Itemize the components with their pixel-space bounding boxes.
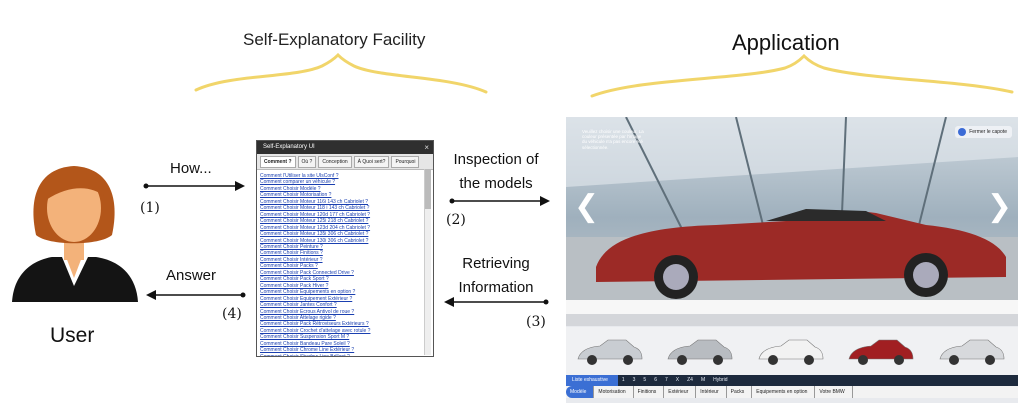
se-question-link[interactable]: Comment Choisir Moteur 118 i 143 ch Cabr… xyxy=(260,205,370,212)
app-separator-bar xyxy=(566,314,1018,326)
se-question-link[interactable]: Comment Choisir Pack Rétroviseurs Extéri… xyxy=(260,321,369,328)
configurator-step[interactable]: Motorisation xyxy=(594,386,634,398)
arrow-retrieving-label: Retrieving Information xyxy=(440,252,552,300)
series-item[interactable]: Hybrid xyxy=(713,377,728,383)
series-item[interactable]: 1 xyxy=(621,377,625,383)
se-question-link[interactable]: Comment Choisir Jantes Confort ? xyxy=(260,302,337,309)
chevron-right-icon[interactable]: ❯ xyxy=(986,189,1012,224)
arrow-inspection-number: (2) xyxy=(446,212,466,228)
model-thumbnail[interactable] xyxy=(755,331,825,371)
close-roof-button[interactable]: Fermer le capote xyxy=(955,126,1012,138)
model-thumbnails xyxy=(566,327,1018,375)
chevron-left-icon[interactable]: ❮ xyxy=(574,189,600,224)
se-question-link[interactable]: Comment Choisir Equipements en option ? xyxy=(260,289,356,296)
tab-pourquoi[interactable]: Pourquoi xyxy=(391,156,420,168)
se-question-link[interactable]: Comment Choisir Pack Hiver ? xyxy=(260,282,329,289)
series-item[interactable]: 6 xyxy=(654,377,657,383)
info-icon xyxy=(958,128,967,136)
se-question-link[interactable]: Comment Choisir Bandeau Pare Soleil ? xyxy=(260,340,350,347)
heading-application: Application xyxy=(732,30,840,55)
se-question-link[interactable]: Comment Choisir Crochet d'attelage avec … xyxy=(260,327,371,334)
arrow-inspection-label-line1: Inspection of xyxy=(453,151,539,168)
se-scrollbar-thumb[interactable] xyxy=(425,169,431,209)
se-question-link[interactable]: Comment Choisir Chrome Line Extérieur ? xyxy=(260,347,355,354)
se-question-link[interactable]: Comment Choisir Peinture ? xyxy=(260,243,323,250)
se-question-link[interactable]: Comment comparer un véhicule ? xyxy=(260,179,336,186)
se-question-link[interactable]: Comment Choisir Moteur 135i 306 ch Cabri… xyxy=(260,231,369,238)
tab-conception[interactable]: Conception xyxy=(318,156,352,168)
se-question-link[interactable]: Comment Choisir Intérieur ? xyxy=(260,256,323,263)
se-question-link[interactable]: Comment Choisir Finitions ? xyxy=(260,250,323,257)
se-question-link[interactable]: Comment Choisir Packs ? xyxy=(260,263,318,270)
configurator-step[interactable]: Finitions xyxy=(634,386,665,398)
arrow-retrieving-label-line2: Information xyxy=(458,279,534,296)
model-thumbnail[interactable] xyxy=(664,331,734,371)
arrow-how-label: How... xyxy=(170,160,212,177)
configurator-step[interactable]: Modèle xyxy=(566,386,595,398)
configurator-step[interactable]: Packs xyxy=(727,386,753,398)
model-thumbnail[interactable] xyxy=(936,331,1006,371)
tab-ou[interactable]: Où ? xyxy=(297,156,317,168)
se-question-link[interactable]: Comment Choisir Moteur 123d 204 ch Cabri… xyxy=(260,224,371,231)
series-item[interactable]: Liste exhaustive xyxy=(566,375,618,386)
arrow-retrieving-label-line1: Retrieving xyxy=(462,255,530,272)
se-question-link[interactable]: Comment Choisir Equipement Extérieur ? xyxy=(260,295,353,302)
series-item[interactable]: M xyxy=(700,377,706,383)
configurator-step[interactable]: Intérieur xyxy=(696,386,727,398)
se-question-link[interactable]: Comment Choisir Moteur 130i 306 ch Cabri… xyxy=(260,237,369,244)
app-separator xyxy=(566,300,1018,314)
arrow-inspection-label: Inspection of the models xyxy=(440,148,552,196)
arrow-answer-number: (4) xyxy=(222,306,242,322)
application-window: Veuillez choisir une couleur. La couleur… xyxy=(566,117,1018,403)
series-item[interactable]: Z4 xyxy=(687,377,693,383)
series-item[interactable]: X xyxy=(675,377,680,383)
model-thumbnail[interactable] xyxy=(574,331,644,371)
se-question-link[interactable]: Comment Choisir Shadow Line Brillant ? xyxy=(260,353,350,357)
se-tabs: Comment ? Où ? Conception À Quoi sert? P… xyxy=(257,154,433,170)
brace-application xyxy=(590,53,1014,98)
close-roof-label: Fermer le capote xyxy=(969,129,1007,135)
arrow-answer-label: Answer xyxy=(166,267,217,284)
se-question-link[interactable]: Comment Choisir Modèle ? xyxy=(260,185,321,192)
se-question-link[interactable]: Comment Choisir Suspension Sport M ? xyxy=(260,334,350,341)
brace-self-explanatory xyxy=(194,52,488,94)
tab-a-quoi-sert[interactable]: À Quoi sert? xyxy=(353,156,390,168)
se-titlebar: Self-Explanatory UI × xyxy=(257,141,433,154)
configurator-step[interactable]: Votre BMW xyxy=(815,386,853,398)
se-question-link[interactable]: Comment Choisir Pack Connected Drive ? xyxy=(260,269,354,276)
se-question-link[interactable]: Comment Choisir Moteur 120d 177 ch Cabri… xyxy=(260,211,371,218)
se-question-link[interactable]: Comment Choisir Moteur 125i 218 ch Cabri… xyxy=(260,218,369,225)
heading-self-explanatory: Self-Explanatory Facility xyxy=(243,30,426,49)
model-thumbnail[interactable] xyxy=(845,331,915,371)
app-caption: Veuillez choisir une couleur. La couleur… xyxy=(582,129,644,150)
user-label: User xyxy=(50,324,95,347)
car-scene-image xyxy=(566,117,1018,300)
series-item[interactable]: 7 xyxy=(664,377,668,383)
se-question-link[interactable]: Comment Choisir Motorisation ? xyxy=(260,192,332,199)
tab-comment[interactable]: Comment ? xyxy=(260,156,296,168)
close-icon[interactable]: × xyxy=(424,143,429,152)
arrow-retrieving-number: (3) xyxy=(526,314,546,330)
se-title: Self-Explanatory UI xyxy=(263,144,315,150)
configurator-step[interactable]: Equipements en option xyxy=(752,386,816,398)
self-explanatory-window: Self-Explanatory UI × Comment ? Où ? Con… xyxy=(256,140,434,357)
se-question-link[interactable]: Comment Choisir Moteur 116i 143 ch Cabri… xyxy=(260,198,369,205)
user-icon xyxy=(12,166,138,302)
se-question-list: Comment l'Utiliser la site UIsConf ?Comm… xyxy=(257,170,433,357)
se-scrollbar[interactable] xyxy=(424,169,431,355)
series-item[interactable]: 5 xyxy=(643,377,647,383)
arrow-how-number: (1) xyxy=(140,200,160,216)
series-item[interactable]: 3 xyxy=(632,377,636,383)
se-question-link[interactable]: Comment Choisir Écrous Antivol de roue ? xyxy=(260,308,355,315)
se-question-link[interactable]: Comment l'Utiliser la site UIsConf ? xyxy=(260,173,339,179)
se-question-link[interactable]: Comment Choisir Pack Sport ? xyxy=(260,276,329,283)
car-viewer: Veuillez choisir une couleur. La couleur… xyxy=(566,117,1018,300)
se-question-link[interactable]: Comment Choisir Attelage rigide ? xyxy=(260,314,336,321)
configurator-step[interactable]: Extérieur xyxy=(664,386,697,398)
arrow-inspection-label-line2: the models xyxy=(459,175,533,192)
